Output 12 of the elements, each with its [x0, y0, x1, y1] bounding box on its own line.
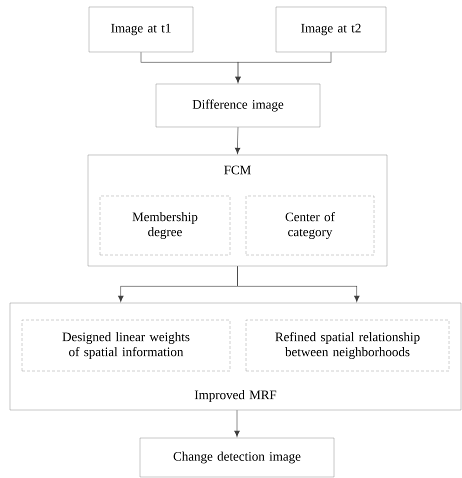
arrow	[237, 266, 360, 302]
process-box: Image at t2	[276, 6, 386, 52]
process-box: Change detection image	[140, 438, 334, 478]
inner-box: Designed linear weights of spatial information	[22, 320, 230, 372]
inner-box: Refined spatial relationship between neighborhoods	[246, 320, 450, 372]
process-box: Difference image	[156, 84, 320, 128]
arrow	[234, 410, 240, 438]
inner-box: Membership degree	[100, 196, 230, 256]
arrow	[235, 52, 332, 83]
inner-box: Center of category	[246, 196, 374, 256]
arrow	[234, 126, 240, 154]
process-box: Image at t1	[88, 6, 194, 52]
